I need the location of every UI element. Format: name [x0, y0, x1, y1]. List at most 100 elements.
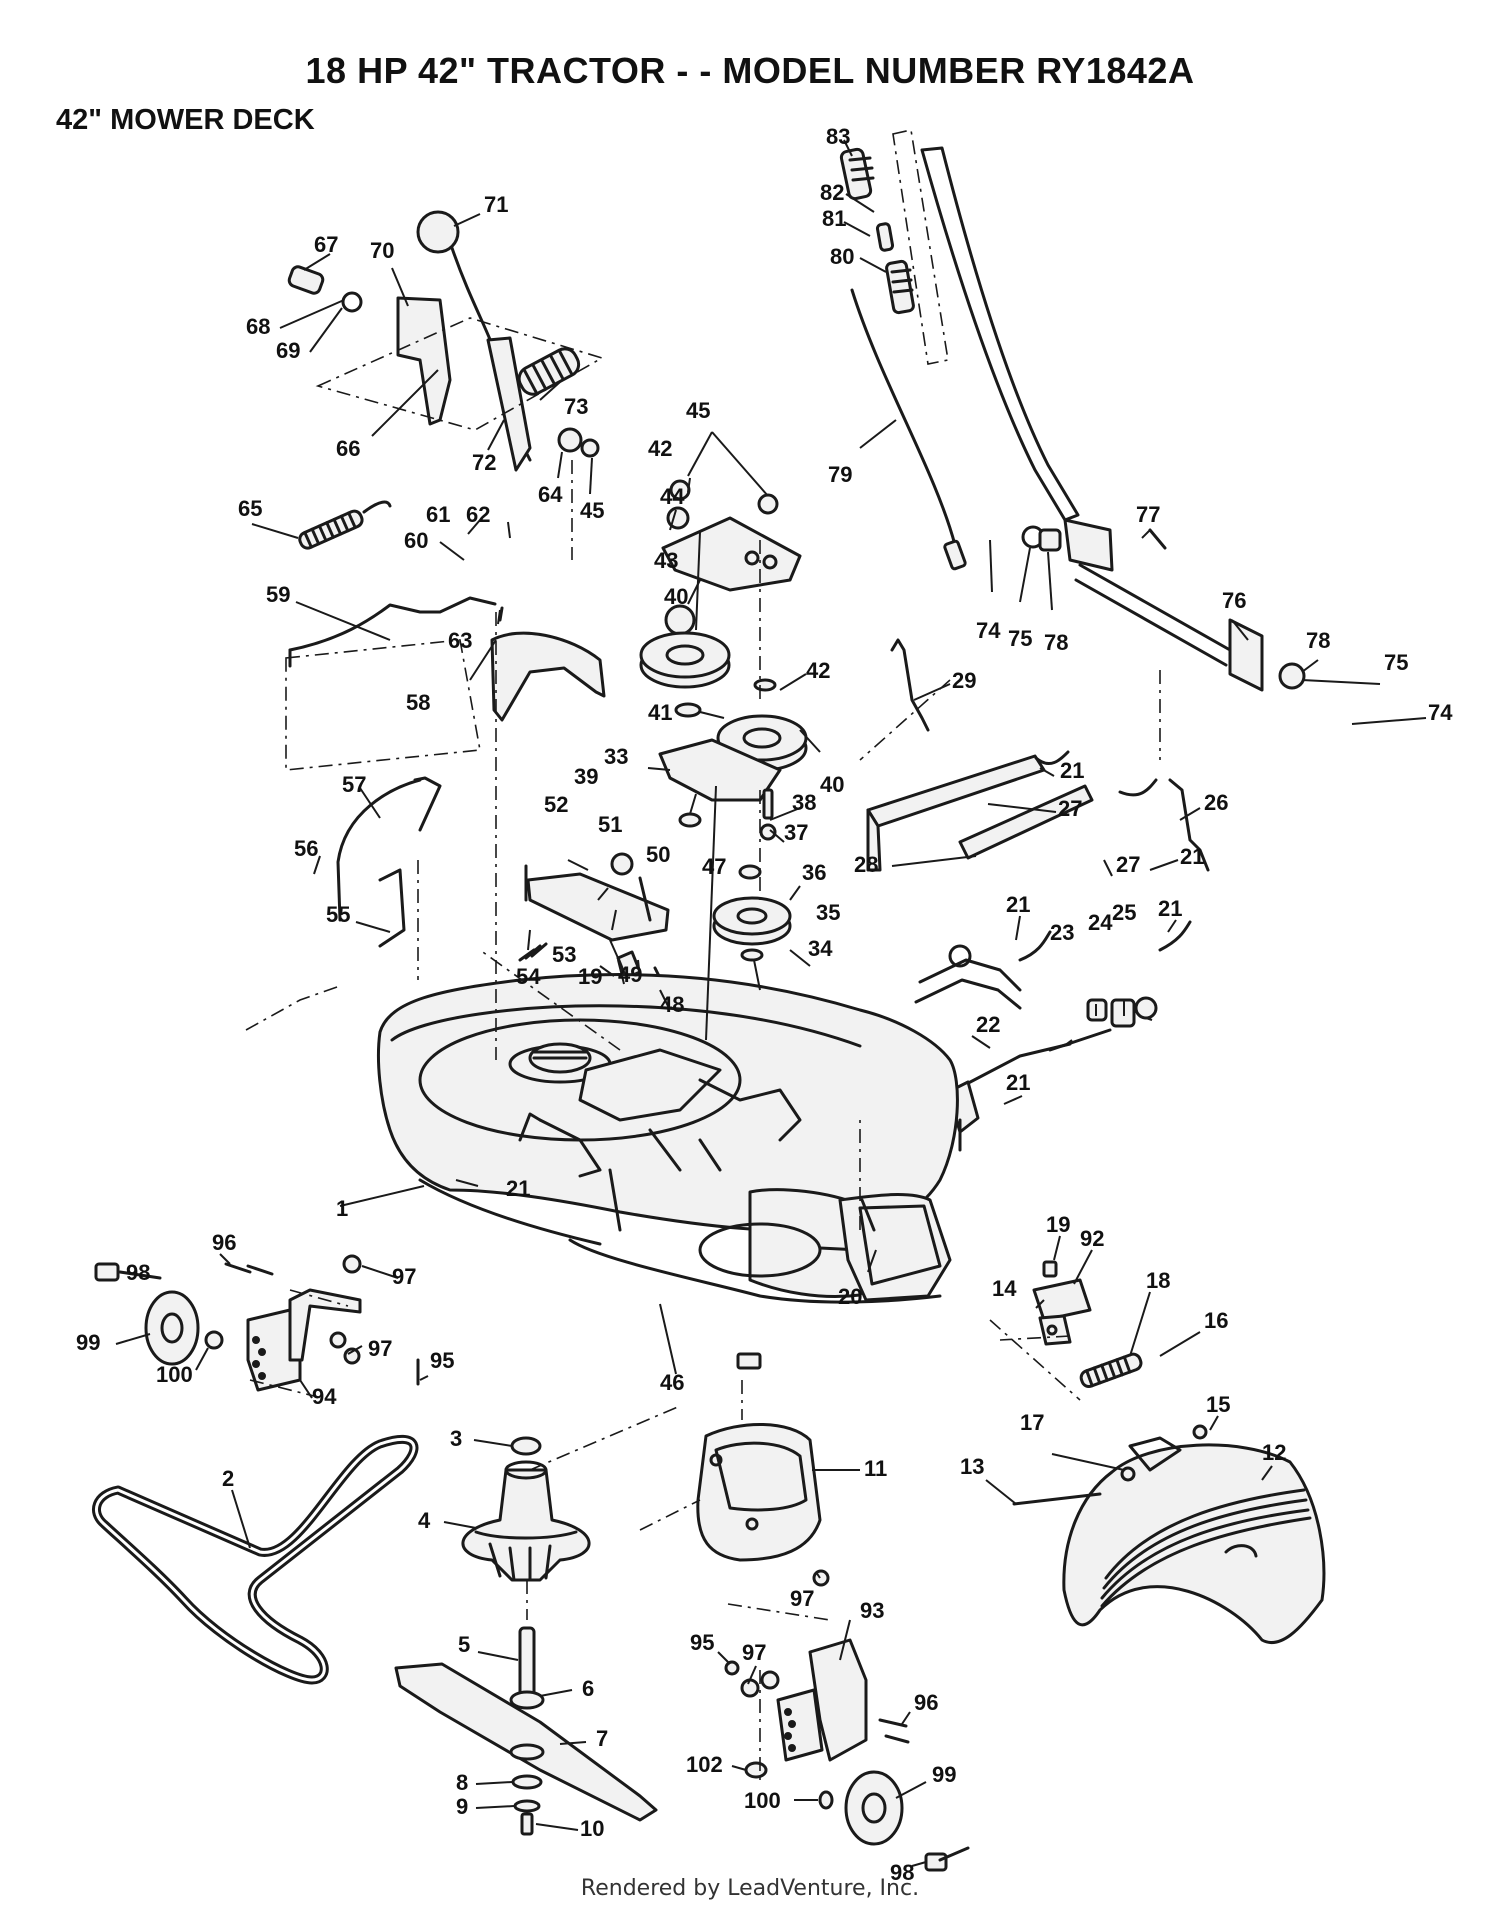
- callout-2: 2: [222, 1466, 234, 1491]
- callout-76: 76: [1222, 588, 1246, 613]
- callout-102: 102: [686, 1752, 723, 1777]
- callout-60: 60: [404, 528, 428, 553]
- callout-45-bracket: 45: [686, 398, 710, 423]
- callout-27-upper: 27: [1058, 796, 1082, 821]
- callout-71: 71: [484, 192, 508, 217]
- callout-53: 53: [552, 942, 576, 967]
- callout-93: 93: [860, 1598, 884, 1623]
- render-credit: Rendered by LeadVenture, Inc.: [580, 1876, 920, 1901]
- callout-42: 42: [648, 436, 672, 461]
- callout-7: 7: [596, 1726, 608, 1751]
- callout-52: 52: [544, 792, 568, 817]
- callout-54: 54: [516, 964, 541, 989]
- callout-62: 62: [466, 502, 490, 527]
- callout-97-bracket: 97: [742, 1640, 766, 1665]
- callout-17: 17: [1020, 1410, 1044, 1435]
- callout-80: 80: [830, 244, 854, 269]
- callout-4: 4: [418, 1508, 431, 1533]
- callout-44: 44: [660, 484, 685, 509]
- callout-97-rear: 97: [790, 1586, 814, 1611]
- callout-34: 34: [808, 936, 833, 961]
- callout-81: 81: [822, 206, 846, 231]
- callout-33: 33: [604, 744, 628, 769]
- callout-95: 95: [430, 1348, 454, 1373]
- callout-43: 43: [654, 548, 678, 573]
- callout-65: 65: [238, 496, 262, 521]
- height-adjust-lever-assembly: [287, 210, 605, 472]
- callout-25: 25: [1112, 900, 1136, 925]
- callout-97-lower: 97: [368, 1336, 392, 1361]
- callout-95-rear: 95: [690, 1630, 714, 1655]
- diagram-title: 18 HP 42" TRACTOR - - MODEL NUMBER RY184…: [305, 50, 1195, 91]
- callout-13: 13: [960, 1454, 984, 1479]
- idler-pulley-assembly: [639, 479, 808, 962]
- assembly-guide-lines: [417, 460, 1161, 1341]
- callout-47: 47: [702, 854, 726, 879]
- callout-1: 1: [336, 1196, 348, 1221]
- callout-41: 41: [648, 700, 672, 725]
- blade-spindle-assembly: [394, 1436, 658, 1836]
- callout-69: 69: [276, 338, 300, 363]
- callout-24: 24: [1088, 910, 1113, 935]
- callout-26: 26: [1204, 790, 1228, 815]
- callout-28: 28: [854, 852, 878, 877]
- callout-20: 20: [838, 1284, 862, 1309]
- callout-46: 46: [660, 1370, 684, 1395]
- callout-22: 22: [976, 1012, 1000, 1037]
- callout-64: 64: [538, 482, 563, 507]
- callout-5: 5: [458, 1632, 470, 1657]
- callout-19: 19: [578, 964, 602, 989]
- callout-96-rear: 96: [914, 1690, 938, 1715]
- callout-98: 98: [126, 1260, 150, 1285]
- mower-deck-housing: [376, 973, 959, 1370]
- callout-21-clip: 21: [1006, 892, 1030, 917]
- callout-100: 100: [156, 1362, 193, 1387]
- callout-63: 63: [448, 628, 472, 653]
- callout-9: 9: [456, 1794, 468, 1819]
- callout-70: 70: [370, 238, 394, 263]
- drive-belt: [92, 1434, 419, 1685]
- callout-3: 3: [450, 1426, 462, 1451]
- callout-38: 38: [792, 790, 816, 815]
- callout-21-upper: 21: [1060, 758, 1084, 783]
- callout-49: 49: [618, 962, 642, 987]
- callout-98-rear: 98: [890, 1860, 914, 1885]
- callout-37: 37: [784, 820, 808, 845]
- callout-99: 99: [76, 1330, 100, 1355]
- callout-27-lower: 27: [1116, 852, 1140, 877]
- lift-link-assembly: [866, 638, 1210, 1028]
- callout-40-lower: 40: [820, 772, 844, 797]
- callout-14: 14: [992, 1276, 1017, 1301]
- left-linkage-assembly: [245, 500, 606, 1031]
- callout-leader-lines: [115, 139, 1427, 1867]
- callout-21-link: 21: [1180, 844, 1204, 869]
- diagram-subtitle: 42" MOWER DECK: [56, 104, 315, 136]
- callout-51: 51: [598, 812, 622, 837]
- callout-74: 74: [976, 618, 1001, 643]
- callout-73: 73: [564, 394, 588, 419]
- belt-cover: [529, 1380, 822, 1562]
- callout-35: 35: [816, 900, 840, 925]
- callout-68: 68: [246, 314, 270, 339]
- callout-94: 94: [312, 1384, 337, 1409]
- callout-50: 50: [646, 842, 670, 867]
- callout-21-pin: 21: [1158, 896, 1182, 921]
- callout-67: 67: [314, 232, 338, 257]
- callout-58: 58: [406, 690, 430, 715]
- callout-8: 8: [456, 1770, 468, 1795]
- callout-19-bracket: 19: [1046, 1212, 1070, 1237]
- callout-74-rear: 74: [1428, 700, 1453, 725]
- callout-82: 82: [820, 180, 844, 205]
- callout-92: 92: [1080, 1226, 1104, 1251]
- callout-21-deck: 21: [506, 1176, 530, 1201]
- callout-6: 6: [582, 1676, 594, 1701]
- callout-83: 83: [826, 124, 850, 149]
- callout-42-lower: 42: [806, 658, 830, 683]
- callout-55: 55: [326, 902, 350, 927]
- callout-56: 56: [294, 836, 318, 861]
- callout-79: 79: [828, 462, 852, 487]
- callout-96: 96: [212, 1230, 236, 1255]
- callout-45-lever: 45: [580, 498, 604, 523]
